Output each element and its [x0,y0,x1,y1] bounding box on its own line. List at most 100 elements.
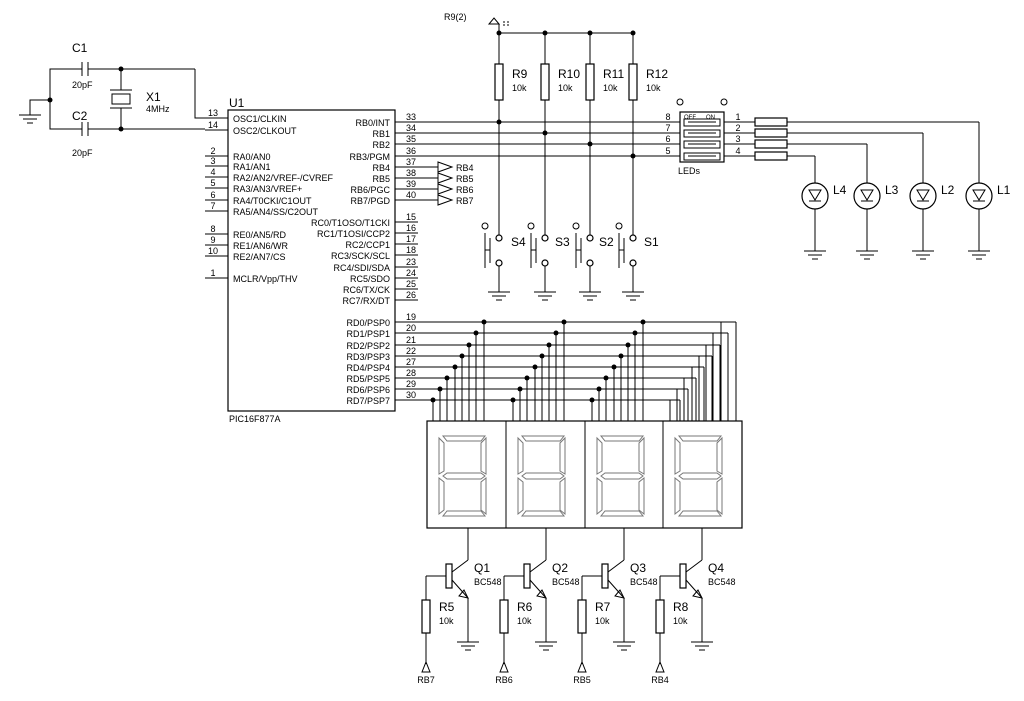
led: L2 [787,132,955,260]
pin-number: 40 [406,190,416,200]
switch-contact [629,234,637,242]
pin-number: 29 [406,379,416,389]
pin-name: RD2/PSP2 [346,341,390,351]
junction-dot [611,364,617,370]
port-d-bus [418,319,737,421]
resistor-ref: R5 [439,600,455,614]
pin-number: 35 [406,134,416,144]
transistor-base [601,563,609,589]
led: L4 [787,155,847,260]
resistor-ref: R12 [646,67,668,81]
switch-contact [586,234,594,242]
pin-name: RD4/PSP4 [346,363,390,373]
pin-number: 17 [406,234,416,244]
pin-number: 15 [406,212,416,222]
junction-dot [459,353,465,359]
output-terminal: RB5 [418,172,474,184]
resistor-body [499,599,509,634]
output-terminal: RB6 [418,183,474,195]
pin-number: 3 [210,156,215,166]
resistor-ref: R9 [512,67,528,81]
led-ref: L2 [941,183,955,197]
digit-segment [716,476,723,516]
resistor-value: 10k [558,83,573,93]
mcu-left-pins: 13OSC1/CLKIN14OSC2/CLKOUT2RA0/AN03RA1/AN… [205,108,334,284]
pin-name: RD5/PSP5 [346,374,390,384]
terminal-arrow [437,183,454,195]
net-arrow [499,660,509,673]
digit-segment [674,436,681,475]
digit-segment [596,436,603,475]
pullup-rail: R9(2) [444,12,633,34]
pin-name: RB2 [372,140,390,150]
terminal-arrow [437,161,454,173]
dip-pin-right: 3 [735,134,740,144]
terminal-label: RB4 [456,163,474,173]
pin-number: 27 [406,357,416,367]
junction-dot [437,386,443,392]
pin-number: 22 [406,346,416,356]
dip-pin-left: 7 [665,123,670,133]
transistor-ref: Q2 [552,561,568,575]
junction-dot [466,342,472,348]
output-terminal: RB4 [418,161,474,173]
pin-number: 20 [406,323,416,333]
pin-name: RD0/PSP0 [346,318,390,328]
pin-number: 30 [406,390,416,400]
switch-ref: S4 [511,235,526,249]
transistor-part: BC548 [474,577,502,587]
dip-slot [683,140,721,149]
pin-name: RB4 [372,163,390,173]
digit-segment [596,476,603,516]
switch-ref: S1 [644,235,659,249]
pin-number: 10 [208,246,218,256]
digit-segment [480,436,487,475]
terminal-arrow [437,172,454,184]
crystal-oscillator: C1 20pF C2 20pF X1 4MHz [19,41,205,158]
digit-segment [520,510,566,517]
pin-number: 28 [406,368,416,378]
dip-slot [683,118,721,127]
resistor-body [655,599,665,634]
pin-name: OSC2/CLKOUT [233,126,297,136]
digit [505,421,566,528]
resistor-value: 10k [439,616,454,626]
transistor-part: BC548 [630,577,658,587]
digit-segment [441,435,487,442]
pin-number: 6 [210,190,215,200]
digit-segment [438,476,445,516]
led: L3 [787,143,899,260]
pin-name: MCLR/Vpp/THV [233,274,298,284]
resistor-body [421,599,431,634]
junction-dot [524,375,530,381]
resistor-value: 10k [595,616,610,626]
digit-segment [480,476,487,516]
pin-name: RA3/AN3/VREF+ [233,184,302,194]
resistor-value: 10k [673,616,688,626]
dip-pin-left: 5 [665,146,670,156]
transistor-ref: Q4 [708,561,724,575]
digit-segment [521,472,565,480]
switch-contact [586,259,594,267]
pin-name: OSC1/CLKIN [233,114,287,124]
switch-contact [495,234,503,242]
